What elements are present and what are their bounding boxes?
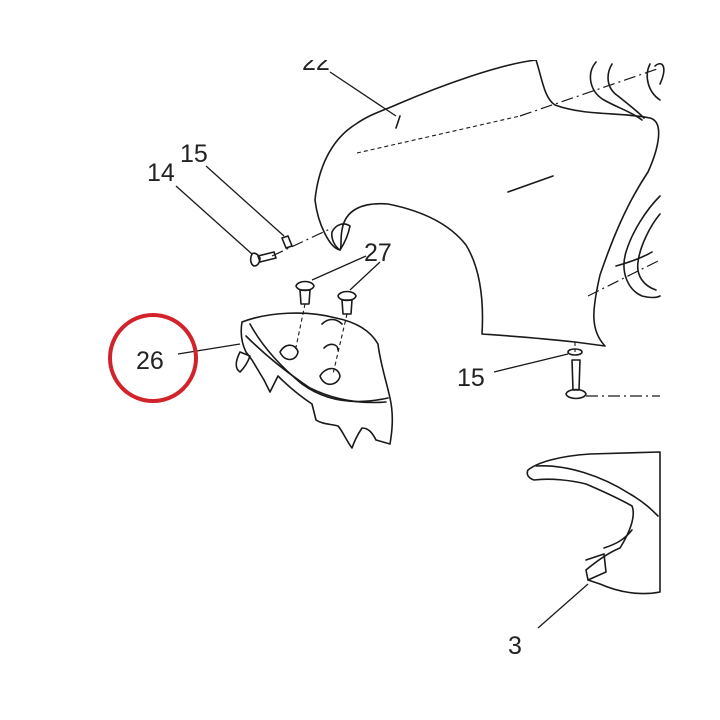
screw-27-left — [295, 280, 315, 305]
callout-26: 26 — [136, 347, 164, 375]
screw-bottom-head — [565, 388, 587, 400]
callout-3: 3 — [508, 632, 522, 660]
screw-bottom — [565, 359, 587, 400]
right-axis-line — [587, 259, 661, 297]
leader-lines — [175, 71, 589, 629]
screw-14 — [249, 251, 277, 267]
fairing-panel-tick — [395, 115, 401, 129]
bracket-rib — [321, 318, 343, 325]
fairing-panel-notch — [331, 223, 351, 251]
callout-15-bottom: 15 — [457, 364, 485, 392]
screw-27-right-axis — [332, 313, 348, 375]
screw-27-right-shank — [341, 299, 353, 315]
assembly-lines — [271, 67, 661, 397]
leader-14 — [175, 185, 253, 255]
bracket-outline — [240, 312, 394, 449]
washer-15-top — [281, 235, 293, 249]
part-22-fairing-panel — [314, 59, 660, 347]
leader-27-left — [311, 255, 367, 281]
bracket-top-right-outline-3 — [646, 63, 661, 101]
screw-27-left-shank — [299, 289, 311, 305]
lower-bracket-outline — [526, 451, 661, 595]
screw-14-head — [249, 252, 261, 267]
adjacent-bracket-mid-right — [615, 195, 661, 299]
highlight-ring — [108, 313, 198, 403]
leader-15-bottom — [493, 353, 569, 373]
leader-27-right — [349, 261, 381, 291]
panel-dashed-line — [356, 115, 521, 154]
lower-bracket-crease — [535, 464, 659, 517]
leader-26 — [177, 343, 241, 355]
screw-14-shank — [257, 251, 277, 263]
adjacent-bracket-top-right — [589, 61, 665, 121]
washer-15-bottom — [567, 348, 583, 356]
screw-27-left-axis — [294, 303, 306, 353]
mount-axis-line — [271, 227, 333, 257]
bracket-mid-right-outline-1 — [623, 195, 661, 299]
fairing-panel-body — [314, 59, 660, 347]
bracket-mount-boss-2 — [319, 367, 341, 386]
bracket-mid-right-outline-3 — [615, 251, 653, 267]
bracket-top-right-outline-1 — [589, 61, 643, 121]
leader-22 — [329, 71, 397, 117]
panel-axis-line — [519, 67, 661, 117]
part-3-lower-bracket — [526, 451, 661, 595]
part-26-bracket — [235, 312, 394, 449]
top-crop-band — [0, 0, 720, 60]
bracket-screw-seat — [323, 343, 339, 351]
bracket-left-tab — [235, 351, 251, 373]
fairing-panel-crease — [507, 175, 554, 193]
callout-15-top: 15 — [180, 140, 208, 168]
screw-bottom-shank — [571, 359, 581, 391]
screw-27-right — [337, 290, 357, 315]
bracket-top-right-outline-4 — [654, 62, 665, 85]
bracket-mount-boss-1 — [279, 344, 299, 361]
lower-bracket-fold — [603, 529, 633, 549]
leader-3 — [537, 583, 589, 629]
bracket-top-right-outline-2 — [607, 63, 645, 119]
bracket-inner-rim — [245, 335, 387, 404]
fasteners — [249, 235, 587, 400]
leader-15-top — [205, 165, 285, 237]
callout-27: 27 — [364, 239, 392, 267]
bracket-mid-right-outline-2 — [636, 213, 661, 291]
screw-27-right-head — [337, 290, 357, 302]
callout-14: 14 — [147, 159, 175, 187]
screw-27-left-head — [295, 280, 315, 292]
lower-bracket-tab — [585, 553, 607, 581]
